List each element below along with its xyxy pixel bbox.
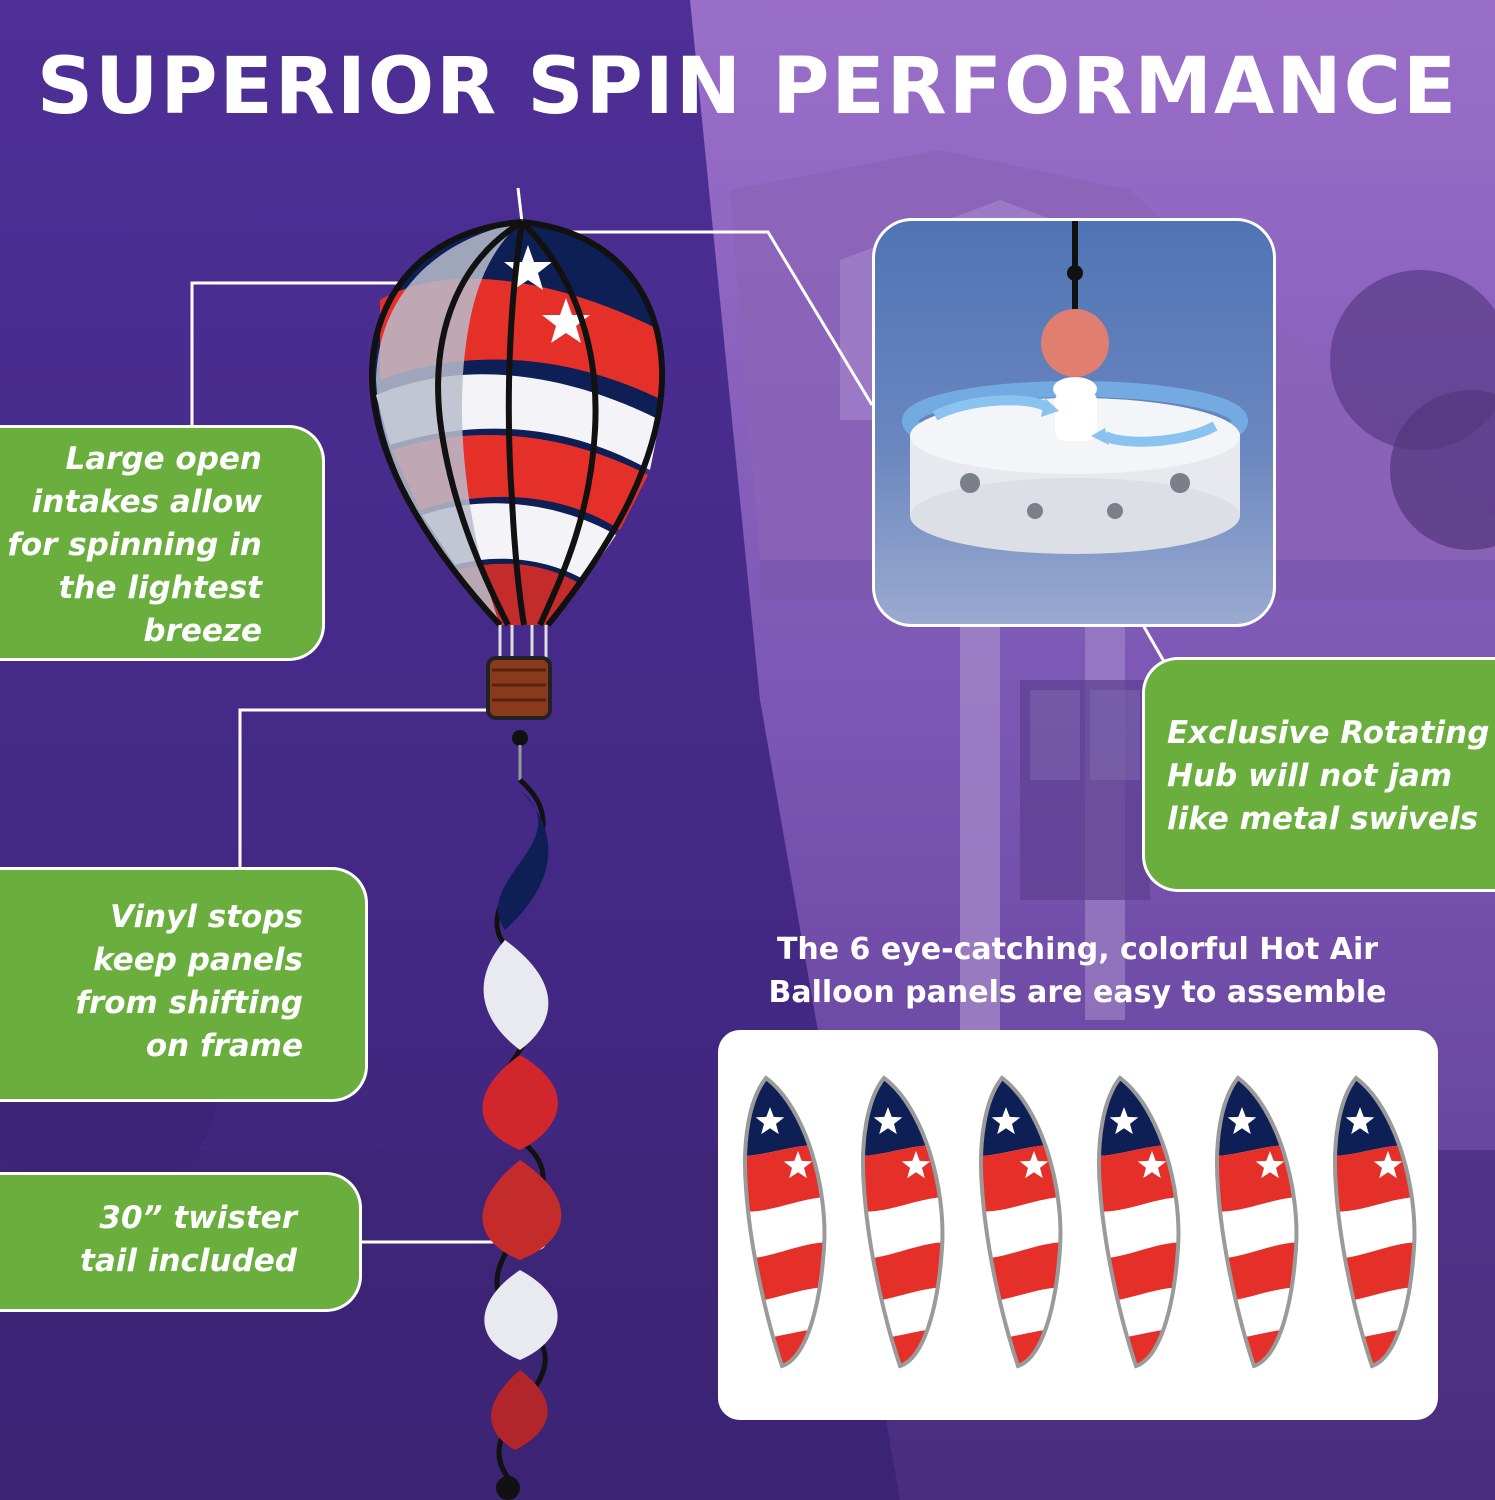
balloon-panels-card bbox=[718, 1030, 1438, 1420]
flag-panel-icon bbox=[1214, 1075, 1299, 1369]
panels-caption-line: The 6 eye-catching, colorful Hot Air bbox=[776, 932, 1379, 967]
callout-hub-line: Exclusive Rotating bbox=[1167, 715, 1490, 751]
callout-twister-tail: 30” twister tail included bbox=[0, 1172, 362, 1312]
callout-intakes-line: breeze bbox=[143, 613, 262, 649]
flag-panel-icon bbox=[742, 1075, 827, 1369]
page-title: SUPERIOR SPIN PERFORMANCE bbox=[36, 42, 1459, 132]
flag-panel-icon bbox=[860, 1075, 945, 1369]
balloon-panels bbox=[742, 1075, 1417, 1369]
callout-vinyl-line: on frame bbox=[145, 1028, 303, 1064]
panels-caption-line: Balloon panels are easy to assemble bbox=[768, 975, 1387, 1010]
callout-vinyl-line: from shifting bbox=[75, 985, 303, 1021]
rotating-hub-image bbox=[872, 218, 1276, 627]
rotating-hub-icon bbox=[902, 221, 1248, 554]
callout-intakes-line: intakes allow bbox=[31, 484, 262, 520]
panels-caption: The 6 eye-catching, colorful Hot Air Bal… bbox=[720, 928, 1435, 1014]
callout-hub-line: like metal swivels bbox=[1167, 801, 1479, 837]
callout-vinyl-line: keep panels bbox=[93, 942, 303, 978]
callout-tail-line: 30” twister bbox=[99, 1200, 297, 1236]
flag-panel-icon bbox=[1096, 1075, 1181, 1369]
callout-intakes-line: for spinning in bbox=[7, 527, 262, 563]
callout-hub-line: Hub will not jam bbox=[1167, 758, 1453, 794]
callout-vinyl-stops: Vinyl stops keep panels from shifting on… bbox=[0, 867, 368, 1102]
callout-vinyl-line: Vinyl stops bbox=[110, 899, 303, 935]
callout-intakes-line: the lightest bbox=[58, 570, 262, 606]
callout-intakes-line: Large open bbox=[65, 441, 262, 477]
flag-panel-icon bbox=[1332, 1075, 1417, 1369]
callout-intakes: Large open intakes allow for spinning in… bbox=[0, 425, 325, 661]
callout-tail-line: tail included bbox=[80, 1243, 297, 1279]
flag-panel-icon bbox=[978, 1075, 1063, 1369]
callout-rotating-hub: Exclusive Rotating Hub will not jam like… bbox=[1142, 657, 1495, 892]
